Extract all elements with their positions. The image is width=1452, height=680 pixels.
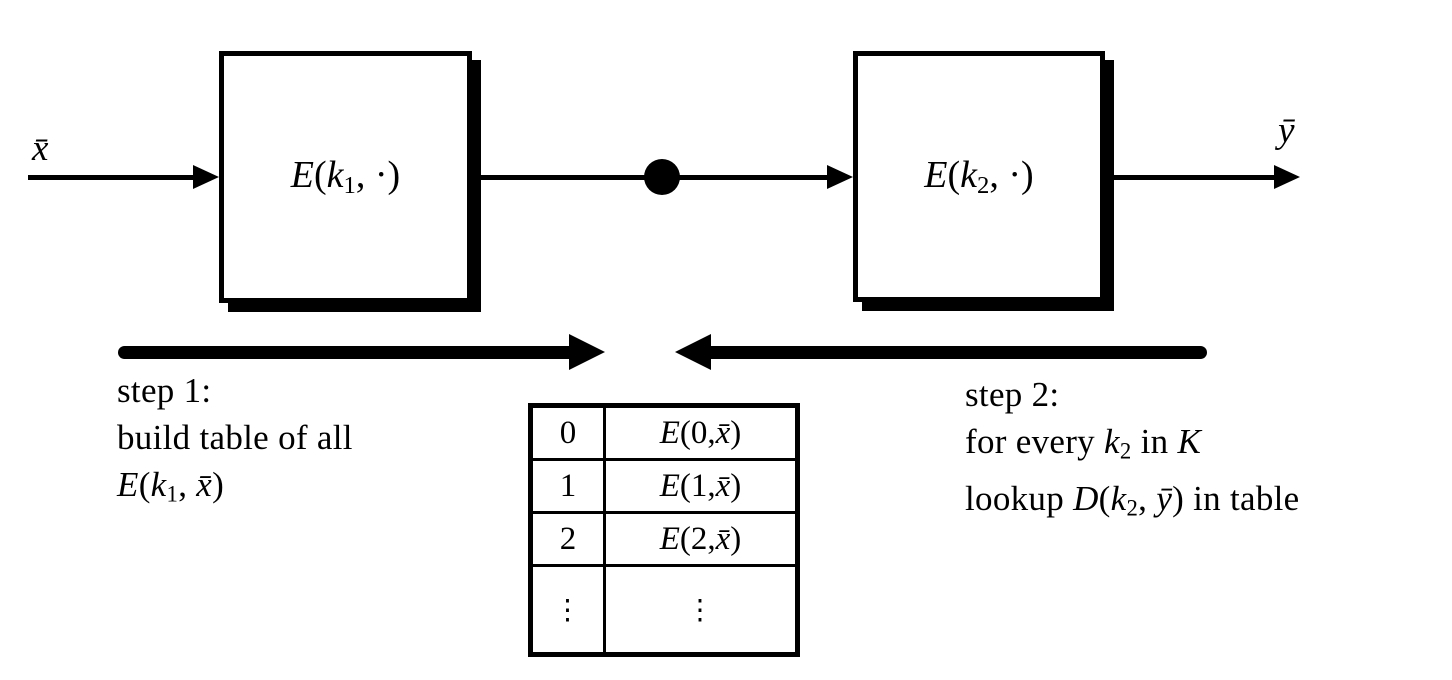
step1-line1: step 1:: [117, 371, 212, 410]
table-dots-value: ⋮: [606, 564, 795, 652]
step2-arrow-shaft: [709, 346, 1207, 359]
input-arrow-line: [28, 175, 198, 180]
step2-arrow-head: [675, 334, 711, 370]
output-arrow-line: [1105, 175, 1280, 180]
intermediate-node-dot: [644, 159, 680, 195]
table-row0-value: E(0, x̄): [606, 408, 795, 458]
input-arrow-head: [193, 165, 219, 189]
encryption-box-1: E(k1, ·): [219, 51, 472, 303]
step2-line1: step 2:: [965, 375, 1060, 414]
table-row2-value: E(2, x̄): [606, 511, 795, 564]
middle-connector-arrow-head: [827, 165, 853, 189]
output-arrow-head: [1274, 165, 1300, 189]
step1-formula: E(k1, x̄): [117, 465, 225, 507]
table-row0-key: 0: [533, 408, 606, 458]
table-row2-key: 2: [533, 511, 606, 564]
step1-line2: build table of all: [117, 418, 353, 457]
output-label: ȳ: [1278, 110, 1295, 151]
step2-line3: lookup D(k2, ȳ) in table: [965, 478, 1300, 521]
input-label: x̄: [32, 128, 49, 169]
step1-arrow-shaft: [118, 346, 573, 359]
lookup-table: 0 E(0, x̄) 1 E(1, x̄) 2 E(2, x̄) ⋮ ⋮: [528, 403, 800, 657]
box2-label: E(k2, ·): [924, 153, 1034, 200]
step2-line2: for every k2 in K: [965, 422, 1202, 464]
table-row1-key: 1: [533, 458, 606, 511]
step2-text: step 2: for every k2 in K lookup D(k2, ȳ…: [965, 371, 1300, 531]
table-row1-value: E(1, x̄): [606, 458, 795, 511]
step1-text: step 1: build table of all E(k1, x̄): [117, 367, 353, 518]
table-dots-key: ⋮: [533, 564, 606, 652]
box1-label: E(k1, ·): [290, 154, 401, 200]
step1-arrow-head: [569, 334, 605, 370]
encryption-box-2: E(k2, ·): [853, 51, 1105, 302]
